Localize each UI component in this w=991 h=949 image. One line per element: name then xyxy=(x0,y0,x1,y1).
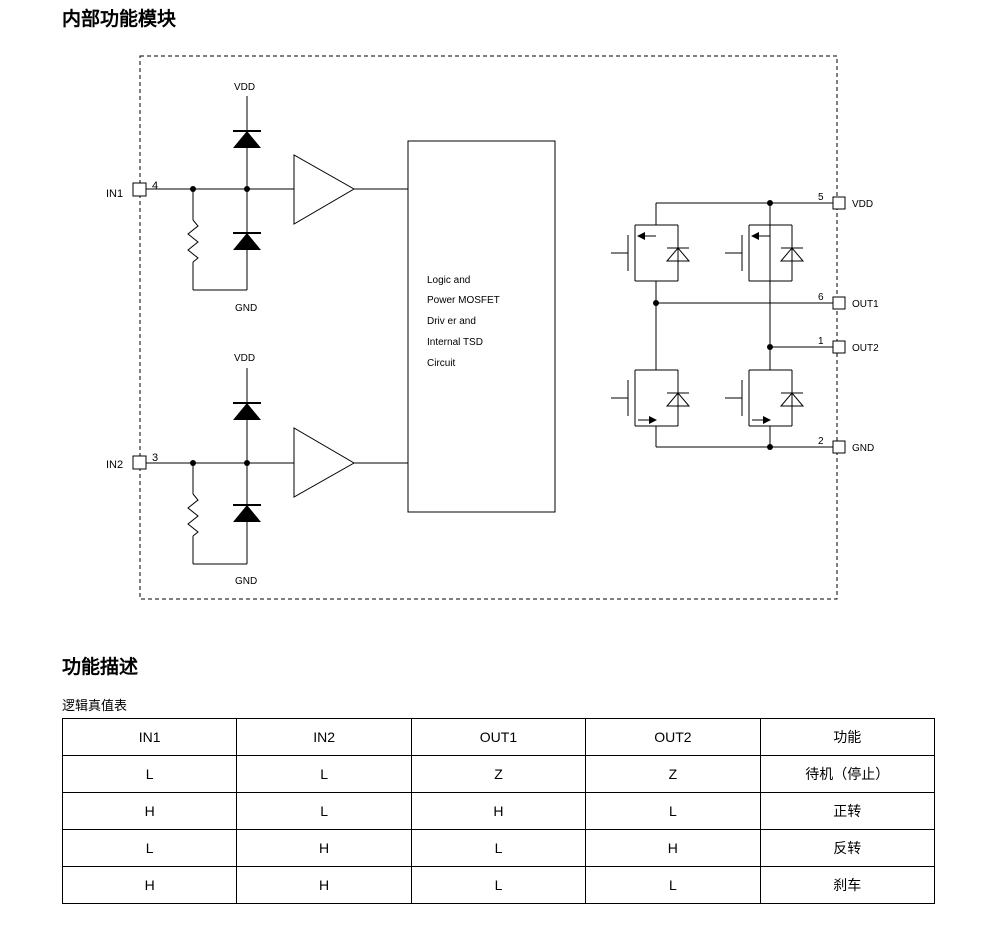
pin-number-out2: 1 xyxy=(818,336,824,347)
esd-diode-bottom-1 xyxy=(233,233,261,250)
cell-out2: H xyxy=(585,829,761,867)
in1-pin-box xyxy=(132,182,147,197)
cell-out1: H xyxy=(410,792,587,830)
input-stage-1: IN1 4 VDD GND xyxy=(106,82,408,314)
cell-out2: L xyxy=(585,792,761,830)
mosfet-high-side-left xyxy=(611,203,691,303)
in2-pin-number: 3 xyxy=(152,452,158,464)
table-caption: 逻辑真值表 xyxy=(62,699,128,714)
cell-in2: L xyxy=(236,755,412,793)
logic-text-line-2: Power MOSFET xyxy=(427,295,500,306)
cell-out1: L xyxy=(410,866,587,904)
logic-text-line-5: Circuit xyxy=(427,358,456,369)
table-row: L L Z Z 待机（停止） xyxy=(61,755,936,793)
table-row: H H L L 刹车 xyxy=(61,866,936,904)
cell-in2: H xyxy=(236,829,412,867)
pin-number-gnd: 2 xyxy=(818,436,824,447)
header-in1: IN1 xyxy=(61,718,238,756)
in2-pin-box xyxy=(132,455,147,470)
gnd-label-1: GND xyxy=(235,303,257,314)
pin-box-vdd xyxy=(832,196,846,210)
buffer-2 xyxy=(293,427,356,498)
cell-in1: L xyxy=(61,829,238,867)
section-title-block-diagram: 内部功能模块 xyxy=(62,8,177,30)
logic-text-line-3: Driv er and xyxy=(427,316,476,327)
buffer-1 xyxy=(293,154,356,225)
pin-number-vdd: 5 xyxy=(818,192,824,203)
cell-in2: L xyxy=(236,792,412,830)
pin-number-out1: 6 xyxy=(818,292,824,303)
table-header-row: IN1 IN2 OUT1 OUT2 功能 xyxy=(61,718,936,756)
header-in2: IN2 xyxy=(236,718,412,756)
pin-label-out1: OUT1 xyxy=(852,299,879,310)
vdd-label-1: VDD xyxy=(234,82,255,93)
chip-boundary xyxy=(139,55,838,600)
table-row: H L H L 正转 xyxy=(61,792,936,830)
block-diagram: IN1 4 VDD GND IN2 3 VDD xyxy=(106,55,879,600)
logic-block xyxy=(407,140,556,513)
h-bridge xyxy=(611,202,833,448)
cell-out2: L xyxy=(585,866,761,904)
header-out1: OUT1 xyxy=(410,718,587,756)
cell-function: 反转 xyxy=(759,829,936,867)
pulldown-resistor-2 xyxy=(187,493,199,537)
header-function: 功能 xyxy=(759,718,936,756)
input-stage-2: IN2 3 VDD GND xyxy=(106,353,408,587)
logic-text-line-4: Internal TSD xyxy=(427,337,483,348)
mosfet-low-side-left xyxy=(611,369,691,447)
section-title-function: 功能描述 xyxy=(62,656,139,678)
vdd-label-2: VDD xyxy=(234,353,255,364)
mosfet-low-side-right xyxy=(725,369,805,447)
pulldown-resistor-1 xyxy=(187,219,199,263)
esd-diode-top-1 xyxy=(233,131,261,148)
pin-label-vdd: VDD xyxy=(852,199,873,210)
cell-out2: Z xyxy=(585,755,761,793)
cell-in1: L xyxy=(61,755,238,793)
logic-text-line-1: Logic and xyxy=(427,275,470,286)
mosfet-high-side-right xyxy=(725,224,805,282)
cell-in1: H xyxy=(61,866,238,904)
header-out2: OUT2 xyxy=(585,718,761,756)
cell-function: 待机（停止） xyxy=(759,755,936,793)
truth-table: IN1 IN2 OUT1 OUT2 功能 L L Z Z 待机（停止） H L … xyxy=(61,718,936,904)
cell-in1: H xyxy=(61,792,238,830)
gnd-label-2: GND xyxy=(235,576,257,587)
esd-diode-top-2 xyxy=(233,403,261,420)
in1-pin-number: 4 xyxy=(152,180,158,192)
pin-box-out2 xyxy=(832,340,846,354)
pin-box-out1 xyxy=(832,296,846,310)
cell-out1: Z xyxy=(410,755,587,793)
cell-in2: H xyxy=(236,866,412,904)
cell-function: 正转 xyxy=(759,792,936,830)
table-row: L H L H 反转 xyxy=(61,829,936,867)
pin-label-gnd: GND xyxy=(852,443,874,454)
esd-diode-bottom-2 xyxy=(233,505,261,522)
cell-out1: L xyxy=(410,829,587,867)
in2-label: IN2 xyxy=(106,459,123,471)
pin-box-gnd xyxy=(832,440,846,454)
cell-function: 刹车 xyxy=(759,866,936,904)
pin-label-out2: OUT2 xyxy=(852,343,879,354)
in1-label: IN1 xyxy=(106,188,123,200)
